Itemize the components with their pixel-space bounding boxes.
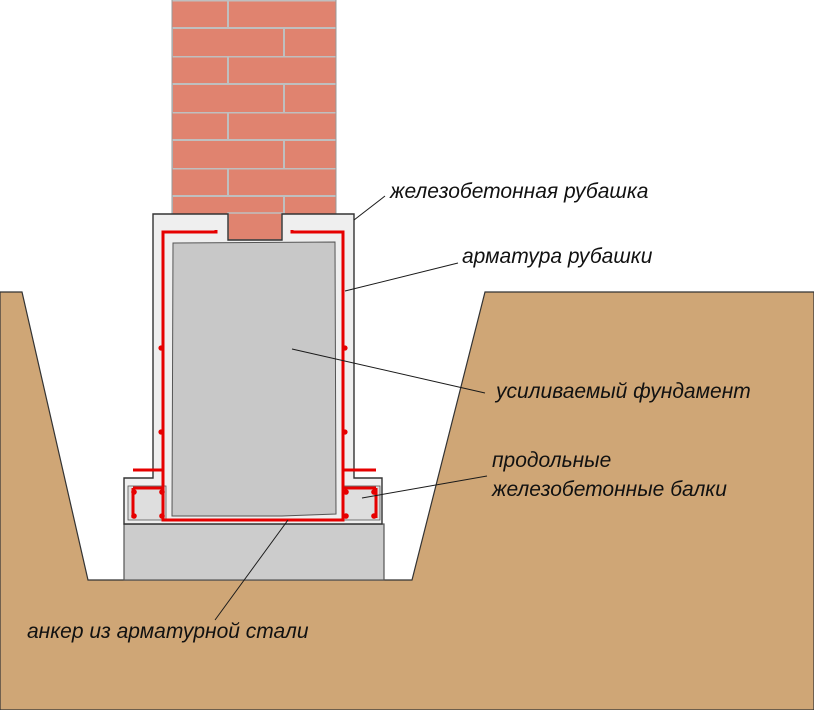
label-foundation: усиливаемый фундамент xyxy=(494,380,751,403)
label-beams-line2: железобетонные балки xyxy=(491,478,727,501)
label-jacket: железобетонная рубашка xyxy=(389,180,648,203)
existing-foundation xyxy=(171,241,337,517)
soil xyxy=(0,291,814,710)
label-beams-line1: продольные xyxy=(492,449,611,472)
base-slab xyxy=(123,523,385,581)
label-anchor: анкер из арматурной стали xyxy=(27,620,309,643)
brick-wall-bottom xyxy=(227,212,283,241)
leader-lines xyxy=(214,195,488,621)
brick-wall xyxy=(172,0,336,215)
label-jacket-rebar: арматура рубашки xyxy=(462,245,653,268)
rebar-dots xyxy=(131,345,377,519)
